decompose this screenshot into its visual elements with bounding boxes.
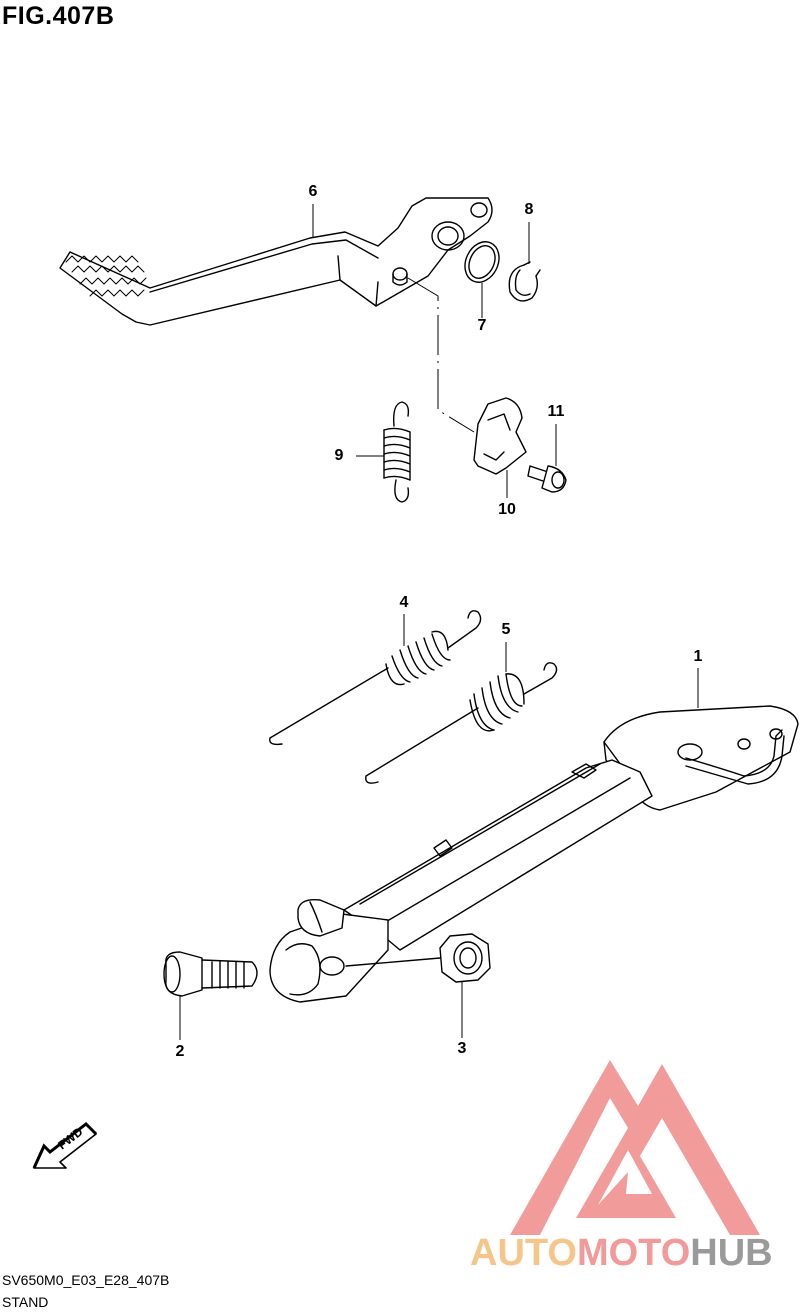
stand-bolt [163,951,258,997]
small-bolt [527,465,567,493]
callout-7: 7 [477,317,487,334]
diagram-code: SV650M0_E03_E28_407B [2,1272,170,1288]
diagram-name: STAND [2,1294,49,1310]
spring-long-lower [365,662,558,784]
watermark-part-auto: AUTO [470,1232,577,1274]
watermark-text: AUTOMOTOHUB [470,1232,773,1275]
callout-1: 1 [693,648,703,665]
spring-small [383,401,411,503]
circlip [508,261,541,302]
figure-title: FIG.407B [2,2,115,30]
watermark-part-hub: HUB [690,1232,773,1274]
callout-6: 6 [308,183,318,200]
callout-8: 8 [524,201,534,218]
fwd-arrow-icon: FWD [32,1122,98,1169]
callout-3: 3 [457,1040,467,1057]
callout-2: 2 [175,1043,185,1060]
washer [464,241,500,283]
watermark-part-moto: MOTO [576,1232,691,1274]
spring-long-upper [269,610,482,746]
pedal-lever [59,197,493,326]
callout-9: 9 [334,447,344,464]
callout-10: 10 [498,501,516,518]
watermark-logo-icon [510,1060,760,1235]
callout-11: 11 [547,403,565,420]
bracket [473,397,527,475]
side-stand [269,705,799,1003]
callout-4: 4 [399,594,409,611]
stand-nut [439,933,491,983]
leader-lines [179,204,699,1040]
callout-5: 5 [501,621,511,638]
